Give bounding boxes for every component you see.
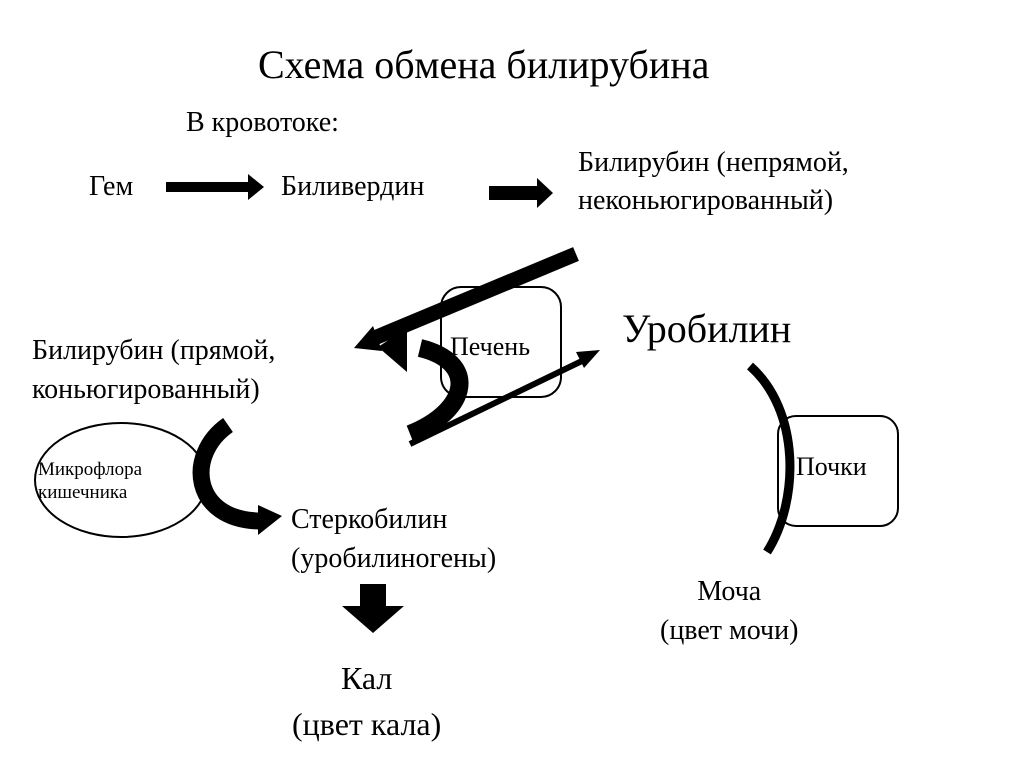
arrow-down-to-feces — [342, 584, 404, 633]
gut-flora-line1: Микрофлора — [38, 459, 143, 480]
arrow-to-urobilin — [408, 357, 586, 447]
arrow-indirect-to-direct-head — [354, 326, 382, 351]
stercobilin-line1: Стеркобилин — [291, 504, 448, 535]
urine-line2: (цвет мочи) — [660, 615, 799, 647]
arrow-indirect-to-direct — [369, 247, 579, 346]
line-urobilin-to-urine — [746, 362, 795, 555]
arrow-to-urobilin-head — [576, 350, 600, 368]
node-stercobilin: Стеркобилин (уробилиногены) — [291, 500, 496, 578]
blood-label: В кровотоке: — [186, 107, 339, 138]
node-biliverdin: Биливердин — [281, 171, 425, 202]
page-title: Схема обмена билирубина — [258, 42, 710, 87]
arrow-heme-to-biliverdin — [166, 174, 264, 200]
arrow-liver-curve-head — [378, 328, 407, 372]
arrow-biliverdin-to-bilirubin — [489, 178, 553, 208]
node-kidneys-label: Почки — [796, 452, 867, 481]
node-indirect-bilirubin: Билирубин (непрямой, неконьюгированный) — [578, 144, 849, 220]
stercobilin-line2: (уробилиногены) — [291, 543, 497, 575]
arrow-liver-curve — [406, 339, 469, 443]
arrow-flora-to-stercobilin — [192, 418, 261, 530]
node-gut-flora: Микрофлора кишечника — [38, 459, 142, 505]
node-urine: Моча (цвет мочи) — [660, 572, 798, 650]
feces-line2: (цвет кала) — [292, 706, 442, 743]
node-heme: Гем — [89, 171, 134, 202]
feces-line1: Кал — [340, 660, 393, 696]
indirect-bilirubin-line1: Билирубин (непрямой, — [578, 147, 849, 178]
node-urobilin: Уробилин — [622, 306, 792, 351]
urine-line1: Моча — [697, 576, 762, 607]
node-liver-label: Печень — [450, 332, 531, 361]
kidneys-box — [777, 415, 899, 527]
direct-bilirubin-line1: Билирубин (прямой, — [32, 335, 276, 366]
indirect-bilirubin-line2: неконьюгированный) — [578, 184, 834, 216]
direct-bilirubin-line2: коньюгированный) — [32, 374, 260, 406]
node-direct-bilirubin: Билирубин (прямой, коньюгированный) — [32, 331, 275, 409]
arrow-flora-to-stercobilin-head — [258, 505, 282, 535]
gut-flora-line2: кишечника — [38, 481, 128, 503]
node-feces: Кал (цвет кала) — [292, 655, 441, 748]
